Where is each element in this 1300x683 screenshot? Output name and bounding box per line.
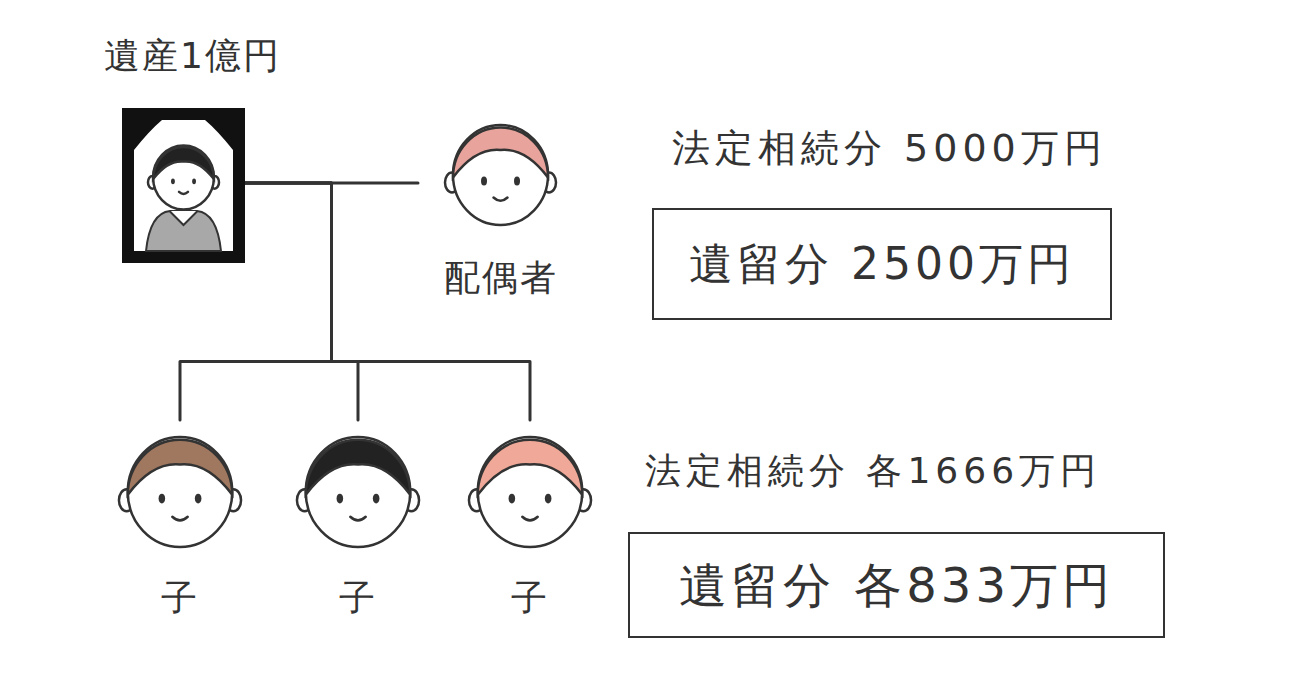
deceased-portrait: 遺産1億円 [122, 108, 245, 263]
family-line [245, 183, 358, 420]
child-figure: 子 [293, 420, 423, 620]
person-label: 子 [161, 576, 199, 620]
face-drawing [445, 125, 556, 225]
person-face [293, 420, 423, 557]
person-label: 子 [511, 576, 549, 620]
person-face [115, 420, 245, 557]
legal-share-label: 法定相続分 各1666万円 [645, 448, 1101, 494]
face-drawing [148, 146, 219, 210]
estate-amount: 遺産1億円 [104, 34, 281, 78]
reserved-share-text: 遺留分 2500万円 [689, 238, 1075, 290]
face-drawing [119, 437, 241, 547]
spouse-figure: 配偶者 [418, 100, 583, 300]
child-figure: 子 [465, 420, 595, 620]
face-drawing [469, 437, 591, 547]
person-label: 配偶者 [444, 256, 558, 300]
face-drawing [297, 437, 419, 547]
reserved-share-box: 遺留分 2500万円 [652, 208, 1112, 320]
legal-share-label: 法定相続分 5000万円 [672, 125, 1107, 171]
portrait-frame [122, 108, 245, 263]
child-figure: 子 [115, 420, 245, 620]
person-face [465, 420, 595, 557]
reserved-share-box: 遺留分 各833万円 [628, 532, 1165, 638]
person-face [418, 100, 583, 235]
reserved-share-text: 遺留分 各833万円 [679, 557, 1114, 613]
person-label: 子 [339, 576, 377, 620]
